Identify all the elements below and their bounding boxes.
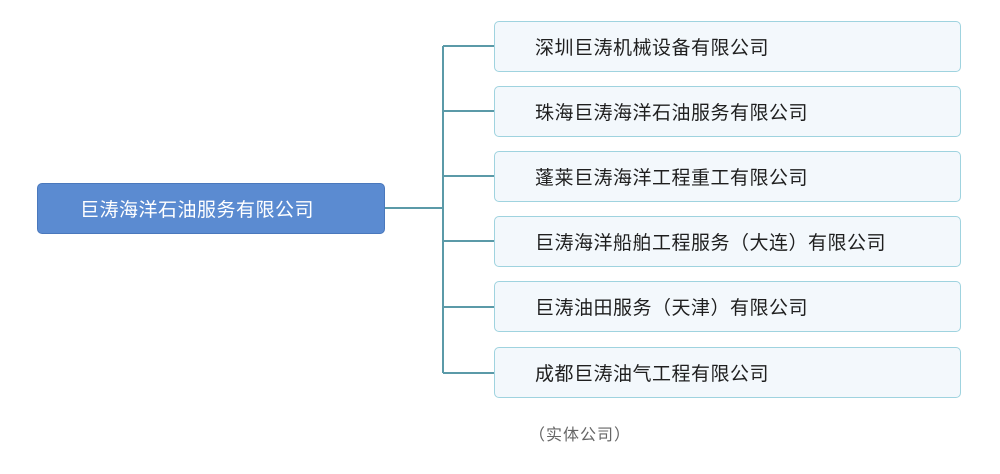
root-company-node: 巨涛海洋石油服务有限公司 — [37, 183, 385, 234]
subsidiary-node-zhuhai: 珠海巨涛海洋石油服务有限公司 — [494, 86, 961, 137]
subsidiary-node-dalian: 巨涛海洋船舶工程服务（大连）有限公司 — [494, 216, 961, 267]
subsidiary-node-penglai: 蓬莱巨涛海洋工程重工有限公司 — [494, 151, 961, 202]
subsidiary-node-tianjin: 巨涛油田服务（天津）有限公司 — [494, 281, 961, 332]
subsidiary-label: 深圳巨涛机械设备有限公司 — [535, 37, 770, 59]
footnote-entity-note: （实体公司） — [529, 425, 632, 444]
subsidiary-label: 巨涛油田服务（天津）有限公司 — [535, 297, 809, 319]
root-company-label: 巨涛海洋石油服务有限公司 — [80, 199, 315, 221]
subsidiary-label: 巨涛海洋船舶工程服务（大连）有限公司 — [535, 232, 887, 254]
subsidiary-node-chengdu: 成都巨涛油气工程有限公司 — [494, 347, 961, 398]
subsidiary-label: 成都巨涛油气工程有限公司 — [535, 363, 770, 385]
subsidiary-label: 蓬莱巨涛海洋工程重工有限公司 — [535, 167, 809, 189]
subsidiary-label: 珠海巨涛海洋石油服务有限公司 — [535, 102, 809, 124]
subsidiary-node-shenzhen: 深圳巨涛机械设备有限公司 — [494, 21, 961, 72]
